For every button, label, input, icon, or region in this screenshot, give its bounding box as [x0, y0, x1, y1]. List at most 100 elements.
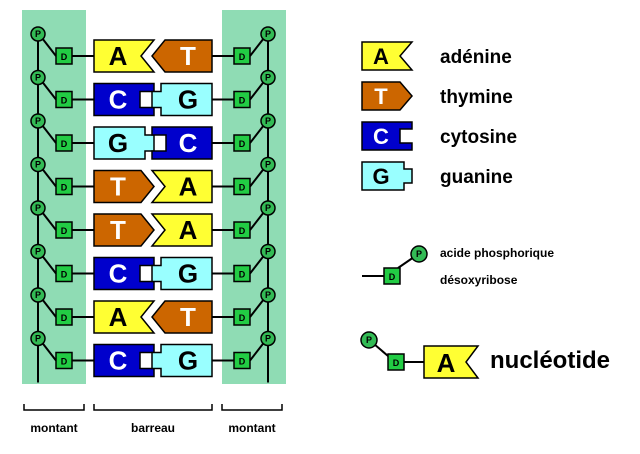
base-cytosine-right [151, 126, 213, 160]
right-backbone-link [249, 80, 265, 101]
deoxyribose-square-icon [233, 177, 251, 196]
phosphate-letter: P [35, 334, 41, 344]
phosphate-circle-icon [30, 113, 46, 129]
phosphate-circle-icon [30, 287, 46, 303]
phosphate-letter: P [265, 160, 271, 170]
phosphate-circle-icon [260, 69, 276, 86]
deoxyribose-letter: D [61, 52, 68, 62]
base-adenine-right [150, 169, 213, 204]
phosphate-letter: P [265, 73, 271, 83]
deoxyribose-letter: D [239, 139, 246, 149]
phosphate-letter: P [35, 29, 41, 39]
phosphate-circle-icon [410, 245, 428, 263]
phosphate-circle-icon [360, 331, 378, 349]
deoxyribose-letter: D [393, 358, 400, 368]
base-thymine-right [151, 39, 213, 73]
deoxyribose-letter: D [239, 357, 246, 367]
base-letter: G [178, 85, 198, 115]
phosphate-letter: P [265, 290, 271, 300]
base-cytosine-left [93, 343, 155, 378]
deoxyribose-letter: D [61, 96, 68, 106]
base-thymine-left [93, 169, 155, 204]
base-letter: T [110, 215, 126, 245]
left-bracket [23, 404, 85, 411]
middle-bracket [93, 404, 213, 411]
base-cytosine-left [93, 256, 155, 291]
left-backbone-link [41, 254, 57, 275]
legend-swatch-letter: C [373, 124, 389, 149]
legend-swatch-thymine [361, 81, 413, 111]
legend-label: adénine [440, 47, 512, 68]
backbone-link-line [397, 256, 415, 269]
phosphate-circle-icon [260, 156, 276, 173]
base-letter: T [110, 172, 126, 202]
deoxyribose-letter: D [61, 183, 68, 193]
backbone-legend: D P acide phosphorique désoxyribose [362, 245, 554, 287]
deoxyribose-letter: D [61, 357, 68, 367]
phosphate-letter: P [35, 73, 41, 83]
base-letter: C [109, 85, 128, 115]
base-letter: A [179, 172, 198, 202]
left-backbone-link [41, 211, 57, 231]
right-backbone-link [249, 254, 265, 275]
deoxyribose-label: désoxyribose [440, 273, 518, 287]
phosphate-circle-icon [260, 243, 276, 260]
phosphate-letter: P [366, 335, 372, 345]
right-backbone-link [249, 37, 265, 57]
deoxyribose-letter: D [61, 313, 68, 323]
base-letter: A [179, 215, 198, 245]
phosphate-letter: P [35, 116, 41, 126]
left-strand-background [22, 10, 86, 384]
base-guanine-right [151, 256, 213, 291]
nucleotide-base-letter: A [437, 348, 456, 378]
nucleotide-legend: P D A nucléotide [360, 331, 610, 379]
phosphate-letter: P [265, 29, 271, 39]
left-backbone-link [41, 341, 57, 362]
phosphoric-acid-label: acide phosphorique [440, 246, 554, 260]
left-bracket-label: montant [30, 421, 77, 435]
right-backbone-link [249, 211, 265, 231]
phosphate-circle-icon [260, 26, 276, 42]
phosphate-circle-icon [260, 287, 276, 303]
deoxyribose-square-icon [233, 221, 251, 239]
phosphate-circle-icon [30, 69, 46, 86]
legend-label: thymine [440, 87, 513, 108]
base-adenine-left [93, 39, 156, 73]
base-cytosine-left [93, 82, 155, 117]
left-backbone-link [41, 124, 57, 144]
right-backbone-link [249, 298, 265, 318]
deoxyribose-square-icon [233, 134, 251, 152]
deoxyribose-square-icon [233, 264, 251, 283]
left-backbone-link [41, 80, 57, 101]
phosphate-circle-icon [30, 156, 46, 173]
right-strand-background [222, 10, 286, 384]
deoxyribose-letter: D [61, 226, 68, 236]
base-thymine-right [151, 300, 213, 334]
deoxyribose-square-icon [55, 90, 73, 109]
phosphate-letter: P [35, 203, 41, 213]
deoxyribose-square-icon [387, 353, 405, 371]
deoxyribose-square-icon [233, 90, 251, 109]
legend-swatch-adenine [361, 41, 414, 71]
deoxyribose-letter: D [239, 183, 246, 193]
legend-swatch-letter: A [373, 44, 389, 69]
deoxyribose-square-icon [233, 351, 251, 370]
left-backbone-link [41, 298, 57, 318]
deoxyribose-letter: D [239, 270, 246, 280]
deoxyribose-letter: D [61, 139, 68, 149]
phosphate-circle-icon [30, 26, 46, 42]
deoxyribose-square-icon [55, 134, 73, 152]
nucleotide-label: nucléotide [490, 347, 610, 374]
nucleotide-base-adenine [423, 345, 480, 379]
middle-bracket-label: barreau [131, 421, 175, 435]
deoxyribose-square-icon [55, 47, 73, 65]
deoxyribose-square-icon [55, 351, 73, 370]
